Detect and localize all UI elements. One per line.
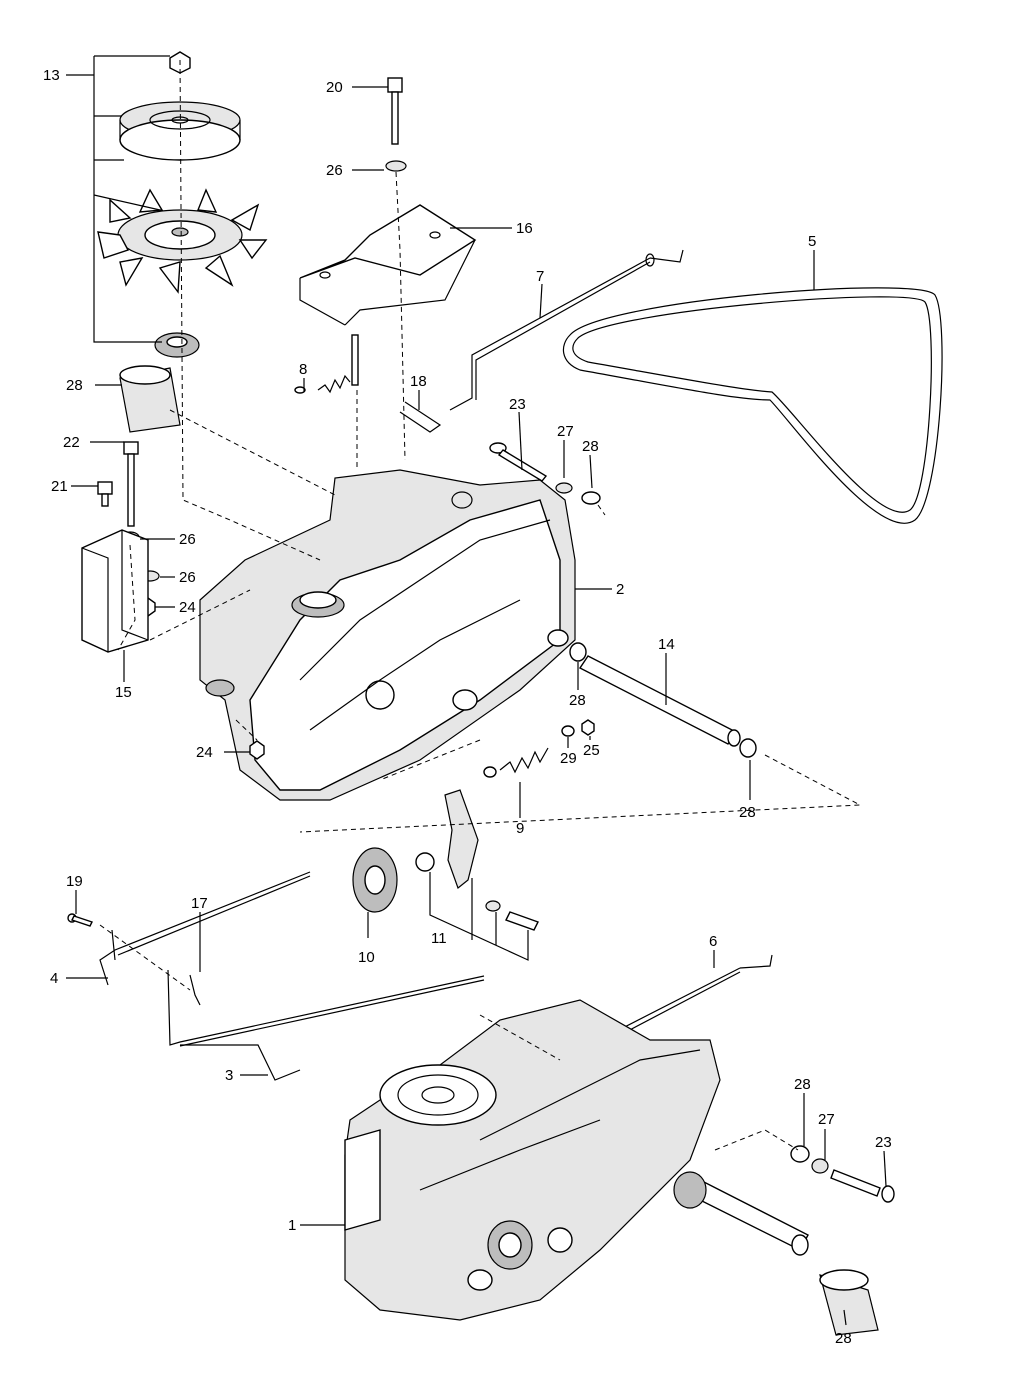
callout-28: 28 — [835, 1330, 852, 1347]
callout-25: 25 — [583, 742, 600, 759]
bracket-16 — [299, 204, 477, 386]
callout-23: 23 — [509, 396, 526, 413]
shaft-14 — [569, 642, 757, 758]
rods-lower — [67, 871, 773, 1081]
sprocket-10 — [352, 847, 398, 913]
leader-lines — [66, 55, 887, 1326]
callout-28: 28 — [569, 692, 586, 709]
callout-14: 14 — [658, 636, 675, 653]
callout-21: 21 — [51, 478, 68, 495]
callout-28: 28 — [66, 377, 83, 394]
assembly-dashed-lines — [99, 59, 862, 1151]
callout-4: 4 — [50, 970, 58, 987]
callout-27: 27 — [818, 1111, 835, 1128]
callout-27: 27 — [557, 423, 574, 440]
callout-8: 8 — [299, 361, 307, 378]
transaxle-upper — [199, 469, 576, 801]
spring-8 — [294, 374, 351, 394]
rod-7 — [449, 249, 684, 411]
callout-5: 5 — [808, 233, 816, 250]
callout-16: 16 — [516, 220, 533, 237]
callout-23: 23 — [875, 1134, 892, 1151]
callout-28: 28 — [794, 1076, 811, 1093]
callout-26: 26 — [326, 162, 343, 179]
belt-5 — [562, 287, 943, 524]
callout-6: 6 — [709, 933, 717, 950]
callout-13: 13 — [43, 67, 60, 84]
hardware-24-29-25-9 — [249, 719, 595, 778]
transaxle-lower — [344, 999, 809, 1321]
hardware-lower-right — [790, 1145, 895, 1336]
callout-19: 19 — [66, 873, 83, 890]
bolt-20 — [385, 77, 407, 172]
block-15-hardware — [81, 441, 160, 653]
callout-22: 22 — [63, 434, 80, 451]
callout-28: 28 — [582, 438, 599, 455]
callout-10: 10 — [358, 949, 375, 966]
callout-28: 28 — [739, 804, 756, 821]
callout-2: 2 — [616, 581, 624, 598]
lever-11 — [415, 789, 539, 931]
callout-1: 1 — [288, 1217, 296, 1234]
callout-11: 11 — [431, 930, 447, 947]
callout-15: 15 — [115, 684, 132, 701]
sleeve-top-left — [119, 365, 181, 433]
callout-26: 26 — [179, 569, 196, 586]
callout-24: 24 — [196, 744, 213, 761]
callout-26: 26 — [179, 531, 196, 548]
callout-9: 9 — [516, 820, 524, 837]
callout-3: 3 — [225, 1067, 233, 1084]
pulley-fan-assembly — [97, 51, 268, 358]
callout-20: 20 — [326, 79, 343, 96]
pin-18 — [399, 401, 442, 433]
fan-blades — [97, 188, 268, 294]
callout-7: 7 — [536, 268, 544, 285]
callout-24: 24 — [179, 599, 196, 616]
callout-18: 18 — [410, 373, 427, 390]
callout-labels: 13 20 26 16 5 7 8 18 28 23 27 28 22 21 2… — [43, 67, 892, 1347]
callout-17: 17 — [191, 895, 208, 912]
callout-29: 29 — [560, 750, 577, 767]
